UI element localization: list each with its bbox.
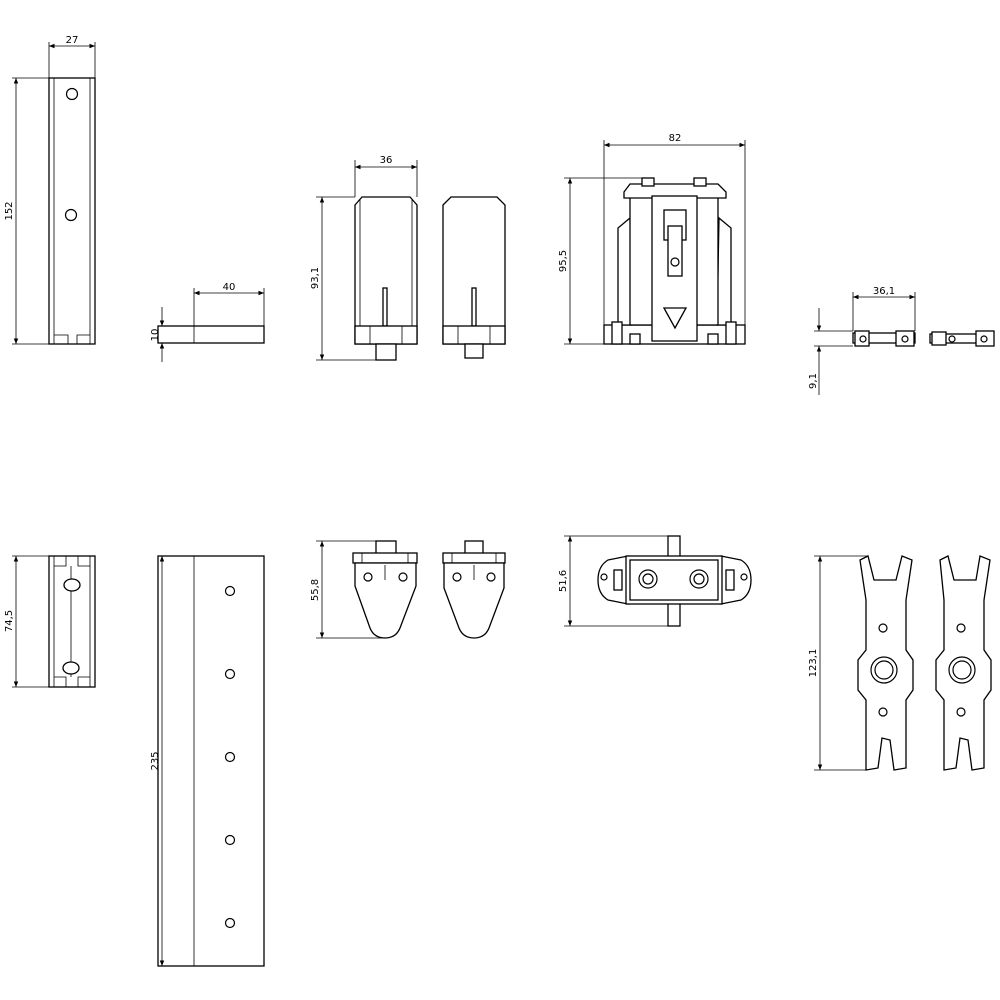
dim-label-36: 36 bbox=[380, 155, 393, 166]
mounting-slot bbox=[63, 578, 81, 592]
dim-label-27: 27 bbox=[66, 35, 79, 46]
dim-label-95-5: 95,5 bbox=[558, 250, 569, 272]
dimension-51-6: 51,6 bbox=[558, 535, 668, 627]
holder-top-view-left bbox=[352, 540, 418, 639]
clip-side-view bbox=[929, 330, 995, 347]
base-assembly-top-view bbox=[597, 535, 752, 627]
base-assembly-front-view bbox=[603, 177, 746, 345]
dim-label-235: 235 bbox=[150, 751, 161, 770]
dimension-55-8: 55,8 bbox=[310, 540, 385, 639]
dim-label-10: 10 bbox=[150, 329, 161, 342]
dim-label-123-1: 123,1 bbox=[808, 649, 819, 678]
dimension-27: 27 bbox=[48, 35, 96, 78]
dim-label-36-1: 36,1 bbox=[873, 286, 895, 297]
dim-label-51-6: 51,6 bbox=[558, 570, 569, 592]
dim-label-152: 152 bbox=[4, 201, 15, 220]
bracket-top-view bbox=[48, 555, 96, 688]
rail-hole bbox=[224, 751, 236, 763]
dimension-123-1: 123,1 bbox=[808, 555, 868, 771]
dimension-95-5: 95,5 bbox=[558, 177, 642, 345]
long-rail-front-view bbox=[157, 555, 265, 967]
dimension-93-1: 93,1 bbox=[310, 196, 376, 361]
dimension-235: 235 bbox=[150, 556, 165, 966]
mounting-hole bbox=[65, 87, 79, 101]
flat-bar-side-view bbox=[157, 325, 265, 344]
mounting-hole bbox=[64, 208, 78, 222]
rail-hole bbox=[224, 668, 236, 680]
rail-hole bbox=[224, 917, 236, 929]
clip-front-view bbox=[852, 330, 916, 347]
rail-hole bbox=[224, 585, 236, 597]
dimension-10: 10 bbox=[150, 307, 165, 362]
dimension-40: 40 bbox=[193, 282, 265, 326]
dim-label-74-5: 74,5 bbox=[4, 610, 15, 632]
wrench-tool-left bbox=[857, 555, 914, 771]
dimension-74-5: 74,5 bbox=[4, 555, 49, 688]
dimension-9-1: 9,1 bbox=[808, 308, 853, 395]
dim-label-9-1: 9,1 bbox=[808, 373, 819, 389]
fuse-holder-front-view bbox=[354, 196, 418, 361]
dim-label-40: 40 bbox=[223, 282, 236, 293]
dim-label-93-1: 93,1 bbox=[310, 267, 321, 289]
dimension-82: 82 bbox=[603, 133, 746, 325]
wrench-tool-right bbox=[935, 555, 992, 771]
mounting-slot bbox=[62, 661, 80, 675]
dimension-152: 152 bbox=[4, 77, 49, 345]
dimension-36: 36 bbox=[354, 155, 418, 197]
fuse-holder-side-view bbox=[442, 196, 506, 359]
dim-label-82: 82 bbox=[669, 133, 682, 144]
dim-label-55-8: 55,8 bbox=[310, 579, 321, 601]
holder-top-view-right bbox=[442, 540, 506, 639]
rail-hole bbox=[224, 834, 236, 846]
dimension-36-1: 36,1 bbox=[852, 286, 916, 331]
bracket-152-front-view bbox=[48, 77, 96, 345]
